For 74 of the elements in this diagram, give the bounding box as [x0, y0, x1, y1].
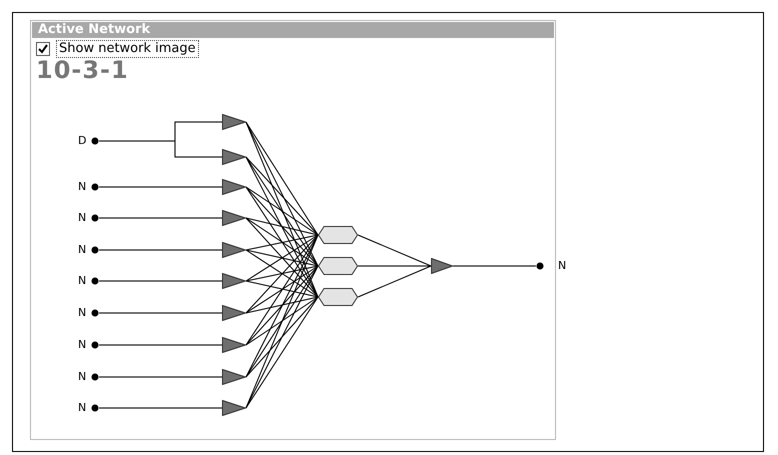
connection-line — [246, 186, 318, 236]
connection-line — [246, 234, 318, 346]
connection-line — [358, 266, 432, 298]
connector-dot — [91, 183, 99, 191]
connector-dot — [91, 137, 99, 145]
connection-line — [98, 312, 222, 314]
neuron-triangle — [222, 242, 246, 258]
neuron-triangle — [222, 114, 246, 130]
variable-label: N — [78, 339, 86, 351]
hidden-neuron-hexagon — [318, 257, 358, 275]
connection-line — [246, 296, 318, 378]
variable-label: N — [78, 371, 86, 383]
connection-line — [246, 156, 318, 298]
connection-line — [246, 234, 318, 282]
connection-line — [246, 266, 318, 282]
connection-line — [98, 140, 222, 158]
connector-dot — [91, 246, 99, 254]
connection-line — [98, 280, 222, 282]
neuron-triangle — [222, 337, 246, 353]
connection-line — [246, 234, 318, 314]
connection-line — [246, 266, 318, 314]
connector-dot — [91, 404, 99, 412]
hidden-neuron-hexagon — [318, 288, 358, 306]
connector-dot — [536, 262, 544, 270]
variable-label: N — [78, 181, 86, 193]
variable-label: N — [558, 260, 566, 272]
connection-line — [246, 234, 318, 408]
neuron-triangle — [222, 305, 246, 321]
neuron-triangle — [222, 273, 246, 289]
connection-line — [246, 122, 318, 266]
neuron-triangle — [222, 149, 246, 165]
connection-line — [246, 218, 318, 298]
connection-line — [246, 296, 318, 314]
connection-line — [246, 250, 318, 298]
connection-line — [246, 296, 318, 346]
neuron-triangle — [222, 179, 246, 195]
variable-label: N — [78, 212, 86, 224]
variable-label: N — [78, 307, 86, 319]
connection-line — [246, 234, 318, 378]
connector-dot — [91, 373, 99, 381]
connection-line — [246, 156, 318, 236]
connection-line — [246, 266, 318, 378]
connection-line — [246, 156, 318, 266]
connector-dot — [91, 277, 99, 285]
connection-line — [98, 376, 222, 378]
connection-line — [246, 186, 318, 266]
panel-title-bar: Active Network — [32, 22, 554, 38]
connection-line — [98, 186, 222, 188]
neuron-triangle — [222, 210, 246, 226]
connection-line — [246, 250, 318, 266]
connector-dot — [91, 341, 99, 349]
connection-line — [246, 234, 318, 250]
neuron-triangle — [222, 369, 246, 385]
connection-line — [246, 122, 318, 236]
connection-line — [246, 296, 318, 408]
variable-label: N — [78, 402, 86, 414]
connection-line — [246, 280, 318, 298]
variable-label: D — [78, 135, 86, 147]
connection-line — [246, 218, 318, 236]
connection-line — [246, 266, 318, 346]
neuron-triangle — [222, 400, 246, 416]
variable-label: N — [78, 244, 86, 256]
variable-label: N — [78, 275, 86, 287]
connection-line — [246, 218, 318, 266]
connector-dot — [91, 214, 99, 222]
connection-line — [246, 122, 318, 298]
hidden-neuron-hexagon — [318, 226, 358, 244]
architecture-label: 10-3-1 — [36, 56, 129, 84]
neuron-triangle — [431, 258, 453, 274]
checkbox-label: Show network image — [56, 40, 199, 58]
connection-line — [98, 344, 222, 346]
connector-dot — [91, 309, 99, 317]
connection-line — [246, 266, 318, 408]
connection-line — [358, 234, 432, 266]
